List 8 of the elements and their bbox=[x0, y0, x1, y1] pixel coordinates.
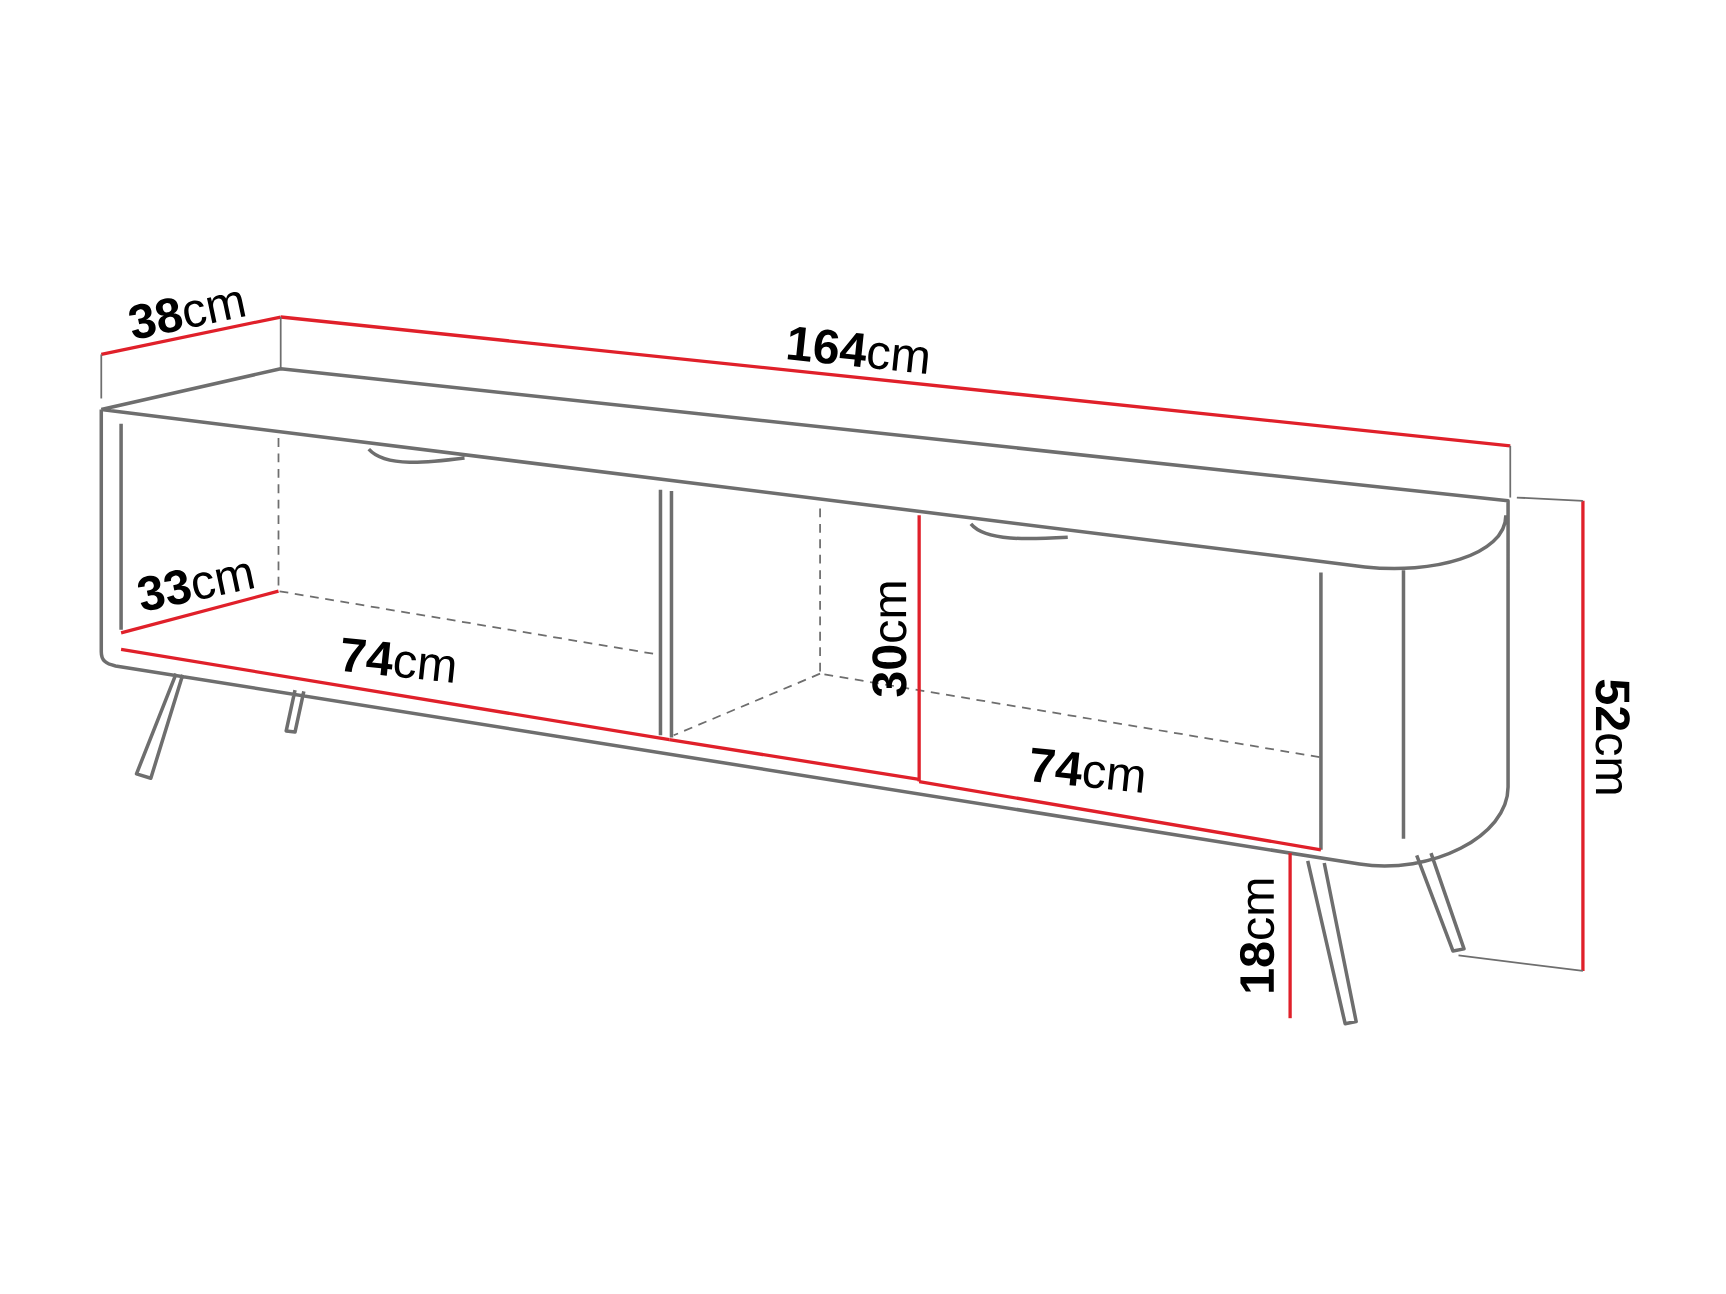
dimension-label: 18cm bbox=[1239, 879, 1275, 992]
dimension-label: 30cm bbox=[872, 582, 907, 697]
dimension-label: 74cm bbox=[1031, 747, 1144, 793]
dimension-label: 164cm bbox=[787, 326, 928, 374]
dimension-label: 33cm bbox=[138, 563, 255, 610]
dimension-label: 38cm bbox=[129, 291, 246, 339]
dimension-label: 74cm bbox=[342, 637, 455, 683]
dimension-label: 52cm bbox=[1595, 679, 1630, 794]
